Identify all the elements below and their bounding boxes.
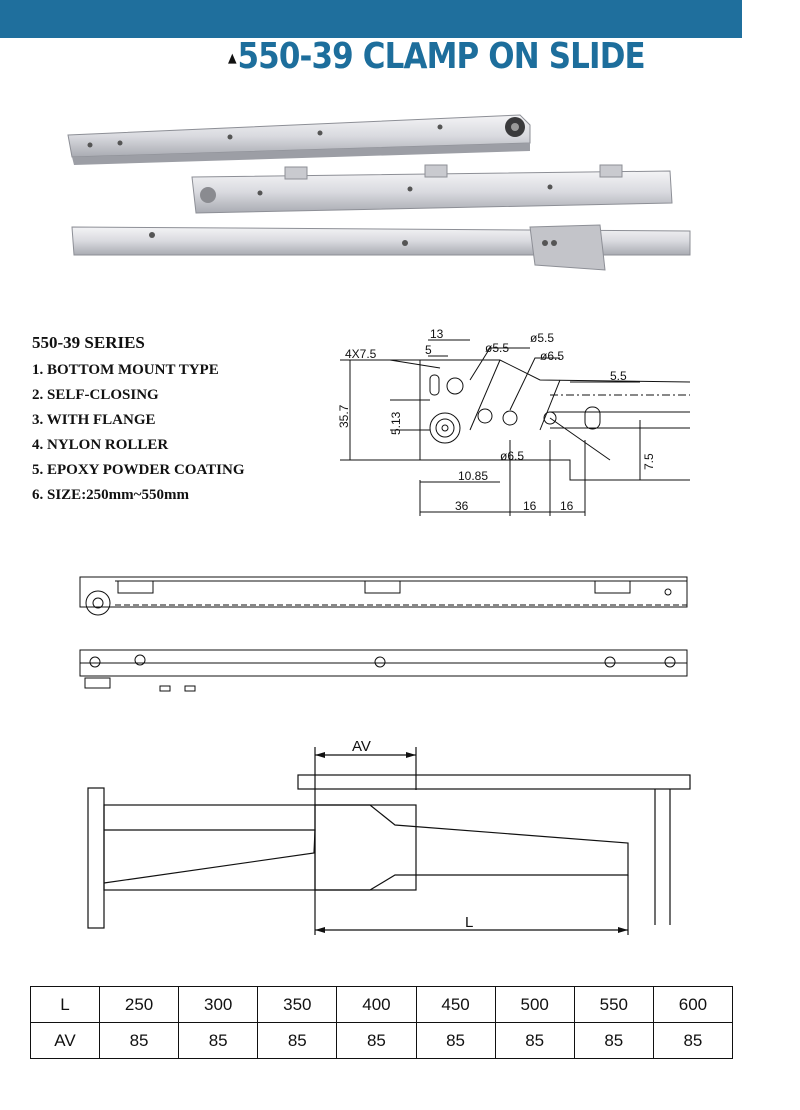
spec-item: 5. EPOXY POWDER COATING xyxy=(32,462,245,478)
triangle-icon: ▲ xyxy=(228,50,237,66)
dim-label: 7.5 xyxy=(642,453,656,470)
spec-item: 1. BOTTOM MOUNT TYPE xyxy=(32,362,219,378)
dim-label: 5.13 xyxy=(389,411,403,435)
table-row-label: L xyxy=(30,986,100,1023)
dim-label: 4X7.5 xyxy=(345,347,377,361)
page-title-text: 550-39 CLAMP ON SLIDE xyxy=(237,36,645,77)
dim-label: 5.5 xyxy=(610,369,627,383)
table-cell: 85 xyxy=(178,1022,259,1059)
rail-bottom xyxy=(71,224,691,271)
dim-label: 10.85 xyxy=(458,469,488,483)
spec-list: 550-39 SERIES 1. BOTTOM MOUNT TYPE 2. SE… xyxy=(32,333,245,508)
table-cell: 85 xyxy=(98,1022,180,1059)
rail-middle xyxy=(191,164,673,214)
product-photo xyxy=(67,114,691,271)
dim-label: 13 xyxy=(430,327,444,341)
l-label: L xyxy=(465,914,473,931)
table-cell: 85 xyxy=(415,1022,496,1059)
spec-item: 2. SELF-CLOSING xyxy=(32,387,159,403)
table-cell: 400 xyxy=(336,986,417,1023)
dim-label: ø5.5 xyxy=(485,341,509,355)
page-title: ▲550-39 CLAMP ON SLIDE xyxy=(228,36,646,77)
table-row: AV 85 85 85 85 85 85 85 85 xyxy=(30,1022,734,1059)
table-cell: 85 xyxy=(573,1022,654,1059)
dim-label: ø6.5 xyxy=(540,349,564,363)
spec-item: 4. NYLON ROLLER xyxy=(32,437,169,453)
dim-label: 16 xyxy=(560,499,574,513)
table-cell: 350 xyxy=(257,986,338,1023)
dim-label: 5 xyxy=(425,343,432,357)
table-cell: 85 xyxy=(336,1022,417,1059)
av-label: AV xyxy=(352,738,371,755)
assembly-drawing: AV L xyxy=(87,738,691,935)
table-cell: 85 xyxy=(494,1022,575,1059)
table-cell: 450 xyxy=(415,986,496,1023)
dim-label: ø5.5 xyxy=(530,331,554,345)
table-cell: 85 xyxy=(257,1022,338,1059)
table-cell: 85 xyxy=(652,1022,734,1059)
header-band xyxy=(0,0,742,38)
table-cell: 600 xyxy=(652,986,734,1023)
dim-label: ø6.5 xyxy=(500,449,524,463)
table-cell: 550 xyxy=(573,986,654,1023)
table-row-label: AV xyxy=(30,1022,100,1059)
dimension-drawing: 13 5 4X7.5 ø5.5 ø5.5 ø6.5 5.5 35.7 5.13 … xyxy=(337,327,691,516)
table-cell: 250 xyxy=(98,986,180,1023)
series-heading: 550-39 SERIES xyxy=(32,333,145,352)
rail-top xyxy=(67,114,531,165)
table-cell: 500 xyxy=(494,986,575,1023)
size-table: L 250 300 350 400 450 500 550 600 AV 85 … xyxy=(30,986,734,1059)
dim-label: 16 xyxy=(523,499,537,513)
table-row: L 250 300 350 400 450 500 550 600 xyxy=(30,986,734,1023)
spec-item: 6. SIZE:250mm~550mm xyxy=(32,487,189,503)
spec-item: 3. WITH FLANGE xyxy=(32,412,156,428)
table-cell: 300 xyxy=(178,986,259,1023)
dim-label: 36 xyxy=(455,499,469,513)
dim-label: 35.7 xyxy=(337,404,351,428)
side-view-drawing xyxy=(79,576,688,692)
